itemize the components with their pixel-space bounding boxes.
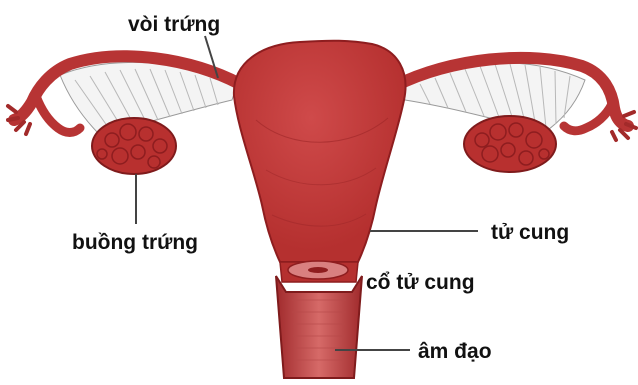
label-vagina: âm đạo (418, 341, 492, 362)
right-ovary (464, 116, 556, 172)
cervix (280, 261, 358, 282)
label-fallopian-tube: vòi trứng (128, 14, 220, 35)
left-ovary (92, 118, 176, 174)
label-cervix: cổ tử cung (366, 272, 475, 293)
label-uterus: tử cung (491, 222, 569, 243)
label-ovary: buồng trứng (72, 232, 198, 253)
uterus (234, 41, 406, 262)
vagina (276, 276, 362, 378)
